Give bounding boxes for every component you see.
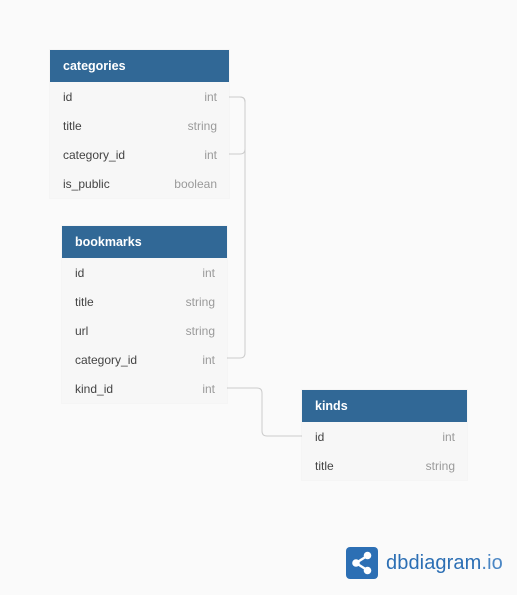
field-name: url: [75, 323, 89, 338]
field-type: string: [187, 118, 217, 133]
field-row-id[interactable]: id int: [62, 258, 227, 287]
field-type: int: [202, 381, 215, 396]
field-type: boolean: [174, 176, 217, 191]
field-type: string: [185, 294, 215, 309]
field-name: category_id: [63, 147, 126, 162]
brand-watermark[interactable]: dbdiagram.io: [346, 547, 503, 579]
brand-name-main: dbdiagram: [386, 551, 482, 574]
field-row-title[interactable]: title string: [50, 111, 229, 140]
field-name: title: [63, 118, 82, 133]
field-row-url[interactable]: url string: [62, 316, 227, 345]
field-row-category-id[interactable]: category_id int: [50, 140, 229, 169]
field-row-id[interactable]: id int: [302, 422, 467, 451]
brand-name-tld: .io: [481, 551, 503, 574]
field-type: int: [204, 89, 217, 104]
table-header[interactable]: kinds: [302, 390, 467, 422]
field-row-is-public[interactable]: is_public boolean: [50, 169, 229, 198]
table-header[interactable]: bookmarks: [62, 226, 227, 258]
field-row-id[interactable]: id int: [50, 82, 229, 111]
field-row-category-id[interactable]: category_id int: [62, 345, 227, 374]
field-name: title: [315, 458, 334, 473]
field-type: int: [442, 429, 455, 444]
brand-name: dbdiagram.io: [386, 552, 503, 575]
field-name: id: [63, 89, 73, 104]
field-type: int: [202, 352, 215, 367]
field-type: string: [425, 458, 455, 473]
connector-bookmarks-categories: [227, 96, 246, 359]
table-kinds[interactable]: kinds id int title string: [302, 390, 467, 480]
field-name: id: [315, 429, 325, 444]
table-bookmarks[interactable]: bookmarks id int title string url string…: [62, 226, 227, 403]
field-name: kind_id: [75, 381, 114, 396]
field-row-kind-id[interactable]: kind_id int: [62, 374, 227, 403]
field-type: string: [185, 323, 215, 338]
field-type: int: [202, 265, 215, 280]
share-nodes-icon: [346, 547, 378, 579]
table-categories[interactable]: categories id int title string category_…: [50, 50, 229, 198]
field-name: category_id: [75, 352, 138, 367]
field-row-title[interactable]: title string: [62, 287, 227, 316]
field-name: is_public: [63, 176, 110, 191]
connector-bookmarks-kinds: [227, 387, 302, 437]
table-header[interactable]: categories: [50, 50, 229, 82]
field-row-title[interactable]: title string: [302, 451, 467, 480]
connector-categories-self: [229, 96, 246, 155]
field-name: title: [75, 294, 94, 309]
field-name: id: [75, 265, 85, 280]
field-type: int: [204, 147, 217, 162]
